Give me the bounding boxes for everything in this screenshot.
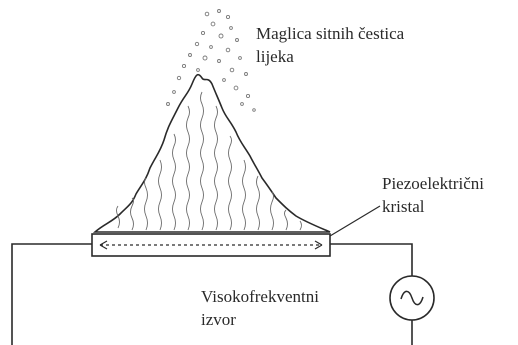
mist-cone [92, 73, 331, 233]
droplets [166, 9, 256, 112]
left-wire [11, 243, 92, 345]
crystal-leader-line [329, 205, 381, 237]
piezo-crystal [91, 233, 331, 257]
circuit-wires [11, 243, 413, 345]
source-label-line-1: Visokofrekventni [201, 287, 319, 306]
source-label-line-2: izvor [201, 310, 236, 329]
mist-streaks [116, 91, 302, 231]
mist-cone-outline [92, 73, 331, 233]
right-wire-top [330, 243, 413, 276]
mist-label-line-1: Maglica sitnih čestica [256, 24, 405, 43]
sine-wave-icon [389, 275, 435, 321]
crystal-label-line-1: Piezoelektrični [382, 174, 484, 193]
source-label: Visokofrekventni izvor [201, 285, 319, 331]
crystal-label-line-2: kristal [382, 197, 425, 216]
crystal-label: Piezoelektrični kristal [382, 172, 484, 218]
mist-label-line-2: lijeka [256, 47, 294, 66]
mist-label: Maglica sitnih čestica lijeka [256, 22, 404, 68]
